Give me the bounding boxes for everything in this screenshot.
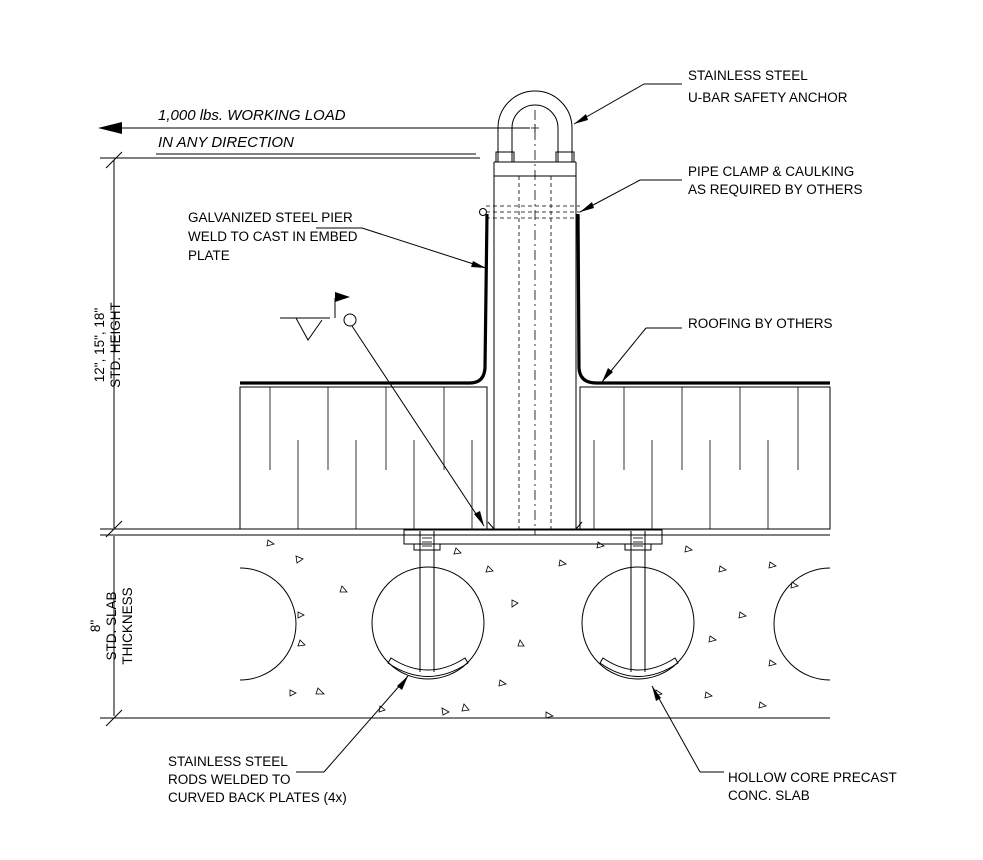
roofing-membrane-right — [576, 213, 830, 385]
insulation-right — [579, 386, 831, 530]
slab-label-line1: 8" — [88, 620, 103, 633]
leader-hollow-core — [651, 685, 724, 773]
hollow-core-partial-right — [773, 567, 831, 681]
leader-roofing — [601, 327, 682, 383]
clamp-label-line1: PIPE CLAMP & CAULKING — [688, 164, 854, 179]
hollow-core-label-line1: HOLLOW CORE PRECAST — [728, 770, 897, 785]
curved-back-plate-right — [599, 657, 679, 677]
slab-label-line2: STD. SLAB — [104, 591, 119, 660]
clamp-label-line2: AS REQUIRED BY OTHERS — [688, 182, 863, 197]
working-load-arrow — [98, 122, 530, 155]
leader-anchor — [573, 83, 682, 125]
roofing-membrane-left — [240, 213, 489, 385]
curved-back-plate-left — [387, 657, 469, 677]
anchor-label-line2: U-BAR SAFETY ANCHOR — [688, 90, 848, 105]
pier-label-line2: WELD TO CAST IN EMBED — [188, 229, 358, 244]
rods-label-line2: RODS WELDED TO — [168, 772, 291, 787]
concrete-slab — [100, 528, 831, 719]
rods-label-line1: STAINLESS STEEL — [168, 754, 288, 769]
slab-dimension — [105, 536, 123, 727]
anchor-rods — [387, 531, 679, 677]
leader-rods — [296, 675, 409, 773]
hollow-core-right — [581, 566, 695, 680]
slab-label-line3: THICKNESS — [120, 587, 135, 664]
insulation-left — [239, 386, 488, 530]
roofing-label: ROOFING BY OTHERS — [688, 316, 833, 331]
pier-label-line3: PLATE — [188, 248, 230, 263]
u-bar-anchor — [495, 90, 575, 163]
embed-plate — [403, 529, 663, 545]
leader-clamp — [579, 179, 682, 213]
height-dimension — [100, 151, 480, 538]
pier-label-line1: GALVANIZED STEEL PIER — [188, 210, 353, 225]
rods-label-line3: CURVED BACK PLATES (4x) — [168, 790, 347, 805]
elevation-flag-symbol — [280, 292, 485, 527]
working-load-label-line2: IN ANY DIRECTION — [158, 134, 294, 151]
steel-pier — [479, 110, 583, 535]
height-label-line2: STD. HEIGHT — [108, 302, 123, 388]
aggregate-marks — [266, 539, 799, 719]
leader-pier — [316, 227, 487, 269]
anchor-label-line1: STAINLESS STEEL — [688, 68, 808, 83]
hollow-core-left — [371, 566, 485, 680]
hollow-core-partial-left — [239, 567, 297, 681]
hollow-core-label-line2: CONC. SLAB — [728, 788, 810, 803]
working-load-label-line1: 1,000 lbs. WORKING LOAD — [158, 107, 346, 124]
height-label-line1: 12", 15", 18" — [92, 308, 107, 383]
